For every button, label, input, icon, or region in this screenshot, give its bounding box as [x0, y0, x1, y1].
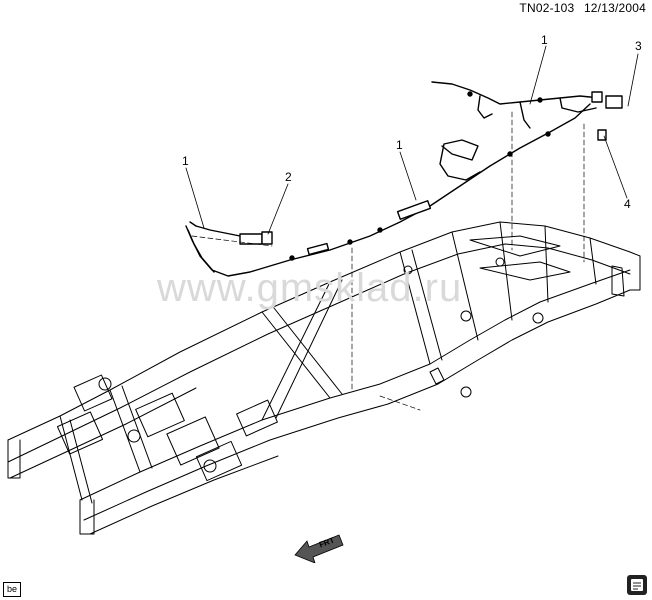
alignment-lines	[191, 111, 585, 411]
callout-3: 3	[635, 39, 642, 53]
figure-date: 12/13/2004	[583, 1, 646, 15]
figure-code: TN02-103	[519, 1, 575, 15]
wiring-harness	[185, 81, 623, 277]
callout-1-left: 1	[182, 154, 189, 168]
callout-leaders	[185, 45, 639, 235]
document-fold-icon	[627, 575, 647, 595]
callout-1-top: 1	[541, 33, 548, 47]
callout-2: 2	[285, 170, 292, 184]
figure-id: TN02-103 12/13/2004	[519, 1, 646, 15]
chassis-frame	[7, 221, 641, 535]
watermark-text: www.gmsklad.ru	[157, 266, 463, 310]
callout-1-middle: 1	[396, 138, 403, 152]
corner-tag: be	[3, 582, 21, 597]
callout-4: 4	[624, 197, 631, 211]
arrow-front-icon	[294, 534, 344, 563]
